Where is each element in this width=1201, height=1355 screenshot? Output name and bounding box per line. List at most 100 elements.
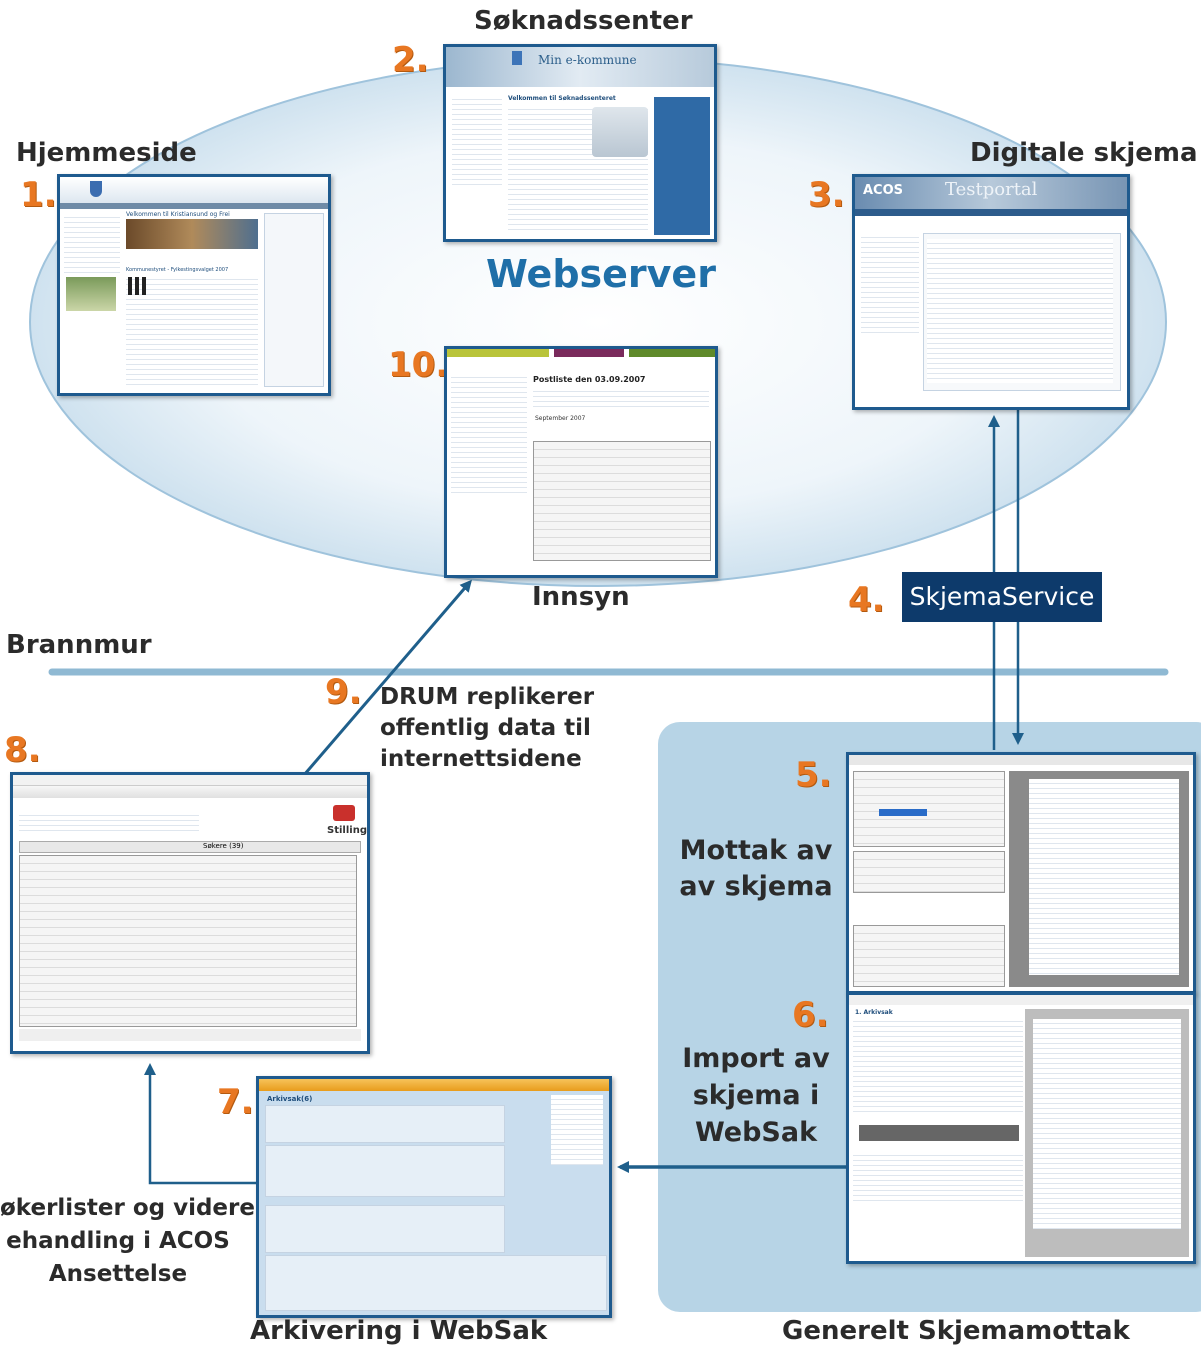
s5-pdf-page [1029,779,1179,975]
s7-oversikt [551,1095,603,1165]
s5-toolbar [849,755,1193,765]
import-line-2: skjema i [692,1080,820,1111]
step-number-3: 3. [808,175,845,215]
s6-options [853,1151,1023,1201]
s1-header [60,177,328,203]
step-number-8: 8. [4,730,41,770]
s6-section: 1. Arkivsak [855,1009,893,1016]
s10-left-nav [451,373,527,493]
screenshot-digitale-skjema: ACOS Testportal [852,174,1130,410]
s1-chart-icon [128,277,150,295]
s1-photo [66,277,116,311]
import-line-3: WebSak [694,1117,818,1148]
s3-header [855,177,1127,209]
title-soknadssenter: Søknadssenter [474,6,693,36]
s1-right-col [264,213,324,387]
screenshot-mottak [846,752,1196,994]
s10-tabs [447,349,715,357]
step-number-5: 5. [795,755,832,795]
s1-subheading: Kommunestyret - Fylkestingsvalget 2007 [126,267,229,273]
s8-tab-sokere: Søkere (39) [203,842,244,850]
soker-line-3: Ansettelse [48,1261,188,1287]
s2-left [452,95,502,185]
drum-line-1: DRUM replikerer [380,684,595,710]
s1-heading: Velkommen til Kristiansund og Frei [126,211,230,218]
step-number-1: 1. [20,175,57,215]
step-number-10: 10. [388,345,449,385]
s6-toolbar [849,995,1193,1005]
s8-app-label: Stilling [327,825,367,836]
s10-postliste-table [533,441,711,561]
soker-line-1: økerlister og videre [0,1195,255,1221]
s2-people-photo [592,107,648,157]
s10-calendar: September 2007 [535,415,586,422]
skjemaservice-label: SkjemaService [909,582,1095,611]
s5-inbox-table [853,771,1005,847]
s2-header [446,47,714,87]
s1-logo [90,181,102,197]
drum-text: DRUM replikerer offentlig data til inter… [380,682,594,775]
mottak-line-2: av skjema [679,871,833,902]
drum-line-3: internettsidene [380,746,582,772]
screenshot-import: 1. Arkivsak [846,992,1196,1264]
s7-avsender-panel [265,1255,607,1311]
step-number-2: 2. [392,40,429,80]
s8-form [19,811,199,835]
s6-textarea [859,1125,1019,1141]
s7-journalpost-panel [265,1205,505,1253]
s7-arkivsak-panel [265,1105,505,1143]
title-generelt: Generelt Skjemamottak [782,1316,1130,1346]
s8-buttons [19,1029,361,1041]
drum-line-2: offentlig data til [380,715,591,741]
arrow-drum-to-innsyn [296,579,472,783]
s3-left-nav [861,233,919,333]
s8-briefcase-icon [333,805,355,821]
s6-form [853,1017,1023,1115]
step-number-7: 7. [217,1082,254,1122]
s8-toolbar [13,786,367,798]
s7-section: Arkivsak(6) [267,1095,313,1103]
step-number-4: 4. [848,580,885,620]
s8-menubar [13,775,367,786]
s3-title: Testportal [945,179,1038,200]
s8-sokere-table [19,855,357,1027]
s1-banner-photo [126,219,258,249]
s3-form-rows [927,239,1113,383]
title-webserver: Webserver [486,252,716,296]
title-digitale-skjema: Digitale skjema [970,138,1198,168]
screenshot-soknadssenter: Min e-kommune Velkommen til Søknadssente… [443,44,717,242]
s5-archive-table [853,925,1005,987]
title-arkivering: Arkivering i WebSak [250,1316,548,1346]
s1-left-nav [64,213,120,273]
s10-intro [533,387,709,409]
screenshot-arkivering: Arkivsak(6) [256,1076,612,1318]
s8-tabs [19,841,361,853]
s7-arkiv-panel [265,1145,505,1197]
s5-selected-row [879,809,927,816]
screenshot-hjemmeside: Velkommen til Kristiansund og Frei Kommu… [57,174,331,396]
soker-text: økerlister og videre ehandling i ACOS An… [0,1192,255,1291]
mottak-line-1: Mottak av [679,835,833,866]
arrow-arkiv-to-stilling [144,1063,256,1185]
s5-attachments [853,851,1005,893]
title-brannmur: Brannmur [6,630,152,660]
title-innsyn: Innsyn [532,582,630,612]
s1-nav [60,203,328,209]
import-text: Import av skjema i WebSak [676,1040,836,1151]
screenshot-innsyn: Postliste den 03.09.2007 September 2007 [444,346,718,578]
s3-logo: ACOS [863,183,904,198]
s2-heading: Velkommen til Søknadssenteret [508,95,616,102]
soker-line-2: ehandling i ACOS [6,1228,230,1254]
skjemaservice-box [902,572,1102,622]
import-line-1: Import av [682,1043,830,1074]
s6-preview-page [1033,1019,1181,1229]
s3-nav [855,209,1127,216]
mottak-text: Mottak av av skjema [676,833,836,905]
title-hjemmeside: Hjemmeside [16,138,197,168]
step-number-6: 6. [792,995,829,1035]
s2-right-panel [654,97,710,235]
s2-title: Min e-kommune [538,53,637,67]
s10-heading: Postliste den 03.09.2007 [533,375,646,384]
s2-logo [512,51,522,65]
s7-toolbar [259,1079,609,1091]
